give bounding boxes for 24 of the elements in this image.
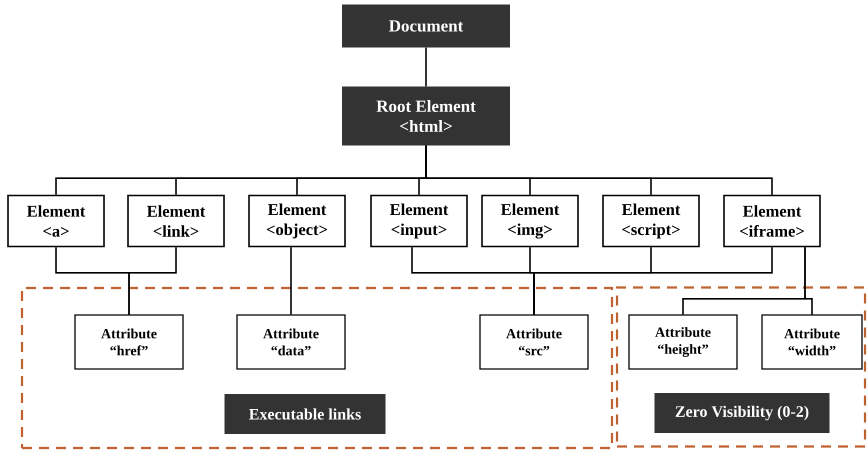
element-box: Element <input> bbox=[370, 194, 468, 248]
element-box: Element <a> bbox=[7, 194, 105, 248]
title-box: Document bbox=[342, 4, 510, 48]
dashed-region bbox=[20, 286, 614, 450]
connector bbox=[128, 247, 177, 314]
element-box: Element <link> bbox=[127, 194, 225, 248]
group-label: Zero Visibility (0-2) bbox=[654, 393, 830, 433]
attribute-box: Attribute “width” bbox=[761, 314, 863, 370]
connector bbox=[425, 146, 773, 195]
element-box: Element <object> bbox=[248, 194, 346, 248]
group-label: Executable links bbox=[224, 394, 386, 434]
connector bbox=[533, 247, 773, 314]
element-box: Element <iframe> bbox=[723, 194, 821, 248]
dashed-region bbox=[616, 286, 866, 448]
element-box: Element <script> bbox=[602, 194, 700, 248]
connector bbox=[804, 247, 813, 314]
attribute-box: Attribute “href” bbox=[74, 314, 184, 370]
attribute-box: Attribute “height” bbox=[628, 314, 738, 370]
element-box: Element <img> bbox=[481, 194, 579, 248]
connector bbox=[290, 247, 292, 314]
title-box: Root Element <html> bbox=[342, 86, 510, 146]
attribute-box: Attribute “data” bbox=[236, 314, 346, 370]
connector bbox=[425, 48, 427, 86]
attribute-box: Attribute “src” bbox=[479, 314, 589, 370]
